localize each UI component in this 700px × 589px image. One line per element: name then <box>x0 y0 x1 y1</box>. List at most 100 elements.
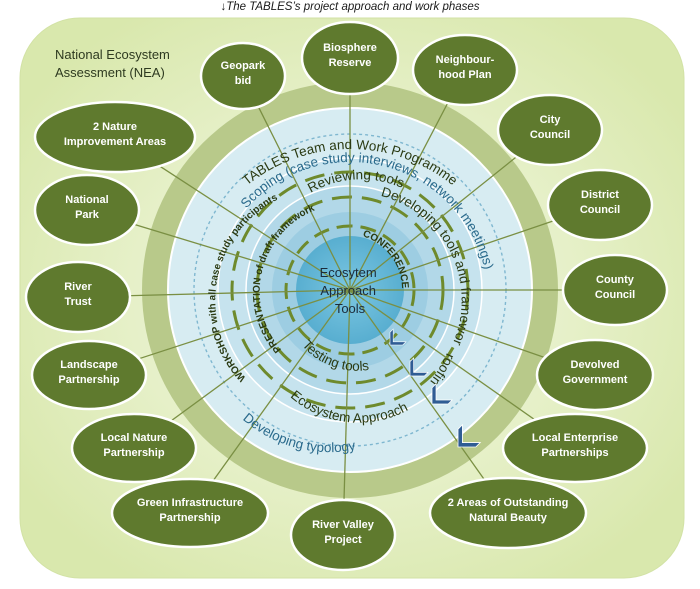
nea-label: National Ecosystem Assessment (NEA) <box>55 47 174 80</box>
stakeholder-ellipse <box>199 41 287 111</box>
stakeholder-label-line: Trust <box>65 296 92 308</box>
chevron-arrow-icon <box>457 423 482 448</box>
figure-caption: ↓The TABLES’s project approach and work … <box>220 1 480 13</box>
stakeholder-label-line: hood Plan <box>438 69 491 81</box>
stakeholder-ellipse <box>30 339 148 411</box>
stakeholder-ellipse <box>33 100 197 174</box>
stakeholder-label-line: Government <box>563 374 628 386</box>
stakeholder-label-line: Partnerships <box>541 447 608 459</box>
stakeholder-label-line: Partnership <box>159 512 220 524</box>
stakeholder-label-line: Partnership <box>103 447 164 459</box>
stakeholder-label-line: Biosphere <box>323 42 377 54</box>
connector-line <box>349 289 509 514</box>
stakeholder-label: Neighbour-hood Plan <box>436 54 495 81</box>
stakeholder-node: Geopark bid <box>199 41 287 111</box>
nea-label-line-1: National Ecosystem <box>55 47 170 62</box>
stakeholder-ellipse <box>561 253 669 327</box>
stakeholder-label-line: Improvement Areas <box>64 136 166 148</box>
stakeholder-label-line: County <box>596 274 635 286</box>
connector-line <box>349 69 466 291</box>
stakeholder-label-line: District <box>581 189 619 201</box>
progress-chevrons <box>389 328 482 448</box>
stakeholder-ellipse <box>110 477 270 549</box>
stakeholder-label-line: Council <box>595 289 635 301</box>
stakeholder-label-line: Landscape <box>60 359 117 371</box>
stakeholder-label-line: Local Enterprise <box>532 432 618 444</box>
stakeholder-ellipse <box>411 33 519 107</box>
stakeholder-ellipse <box>70 412 198 484</box>
stakeholder-ellipse <box>289 498 397 572</box>
stakeholder-ellipse <box>33 173 141 247</box>
stakeholder-label-line: River Valley <box>312 519 375 531</box>
chevron-arrow-icon <box>409 357 429 377</box>
stakeholder-label-line: Geopark <box>221 60 267 72</box>
stakeholder-node: Neighbour-hood Plan <box>411 33 519 107</box>
center-label: Ecosytem Approach Tools <box>320 265 381 316</box>
center-label-line-3: Tools <box>335 301 366 316</box>
stakeholder-label-line: Park <box>75 209 100 221</box>
stakeholder-ellipse <box>496 93 604 167</box>
connector-line <box>189 289 351 514</box>
center-label-line-1: Ecosytem <box>320 265 377 280</box>
nea-label-line-2: Assessment (NEA) <box>55 65 165 80</box>
stakeholder-label-line: Devolved <box>571 359 620 371</box>
stakeholder-label-line: Reserve <box>329 57 372 69</box>
stakeholder-label: Geopark bid <box>221 60 267 87</box>
stakeholder-label-line: National <box>65 194 108 206</box>
stakeholder-label-line: Council <box>580 204 620 216</box>
stakeholder-label-line: Local Nature <box>101 432 168 444</box>
stakeholder-ellipse <box>300 20 400 96</box>
stakeholder-ellipse <box>428 476 588 550</box>
stakeholder-label-line: bid <box>235 75 252 87</box>
stakeholder-label-line: 2 Areas of Outstanding <box>448 497 569 509</box>
connector-line <box>342 289 351 536</box>
stakeholder-label-line: Neighbour- <box>436 54 495 66</box>
stakeholder-ellipse <box>501 412 649 484</box>
stakeholder-ellipse <box>546 168 654 242</box>
stakeholder-ellipse <box>24 260 132 334</box>
stakeholder-label-line: Partnership <box>58 374 119 386</box>
stakeholder-label-line: Project <box>324 534 362 546</box>
stakeholder-label-line: Green Infrastructure <box>137 497 243 509</box>
stakeholder-ellipse <box>535 338 655 412</box>
center-label-line-2: Approach <box>320 283 376 298</box>
stakeholder-label-line: City <box>540 114 562 126</box>
stakeholder-label-line: River <box>64 281 92 293</box>
connector-line <box>242 75 351 291</box>
chevron-arrow-icon <box>431 382 454 405</box>
stakeholder-label-line: Natural Beauty <box>469 512 548 524</box>
stakeholder-label-line: 2 Nature <box>93 121 137 133</box>
stakeholder-label-line: Council <box>530 129 570 141</box>
chevron-arrow-icon <box>389 328 407 346</box>
